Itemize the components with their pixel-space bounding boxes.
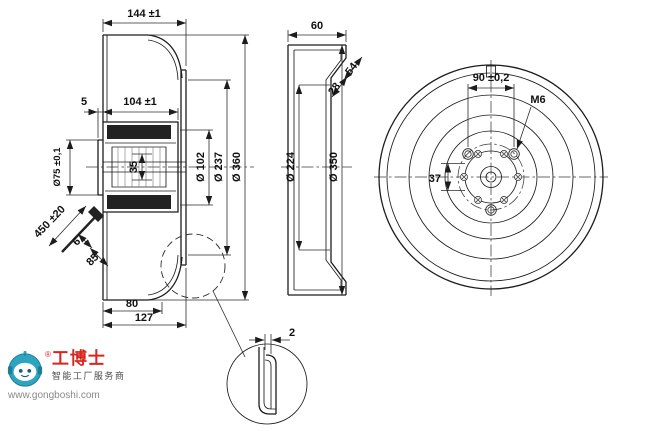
dim-bolt-circle-90: 90 ±0,2: [473, 72, 510, 84]
dim-85: 85: [84, 251, 101, 268]
dim-motor-length: 104 ±1: [123, 96, 157, 108]
m6-hole: [508, 148, 520, 160]
dim-35: 35: [128, 161, 140, 173]
dim-37: 37: [429, 173, 441, 185]
dim-width-144: 144 ±1: [127, 8, 161, 20]
dim-cable-length: 450 ±20: [32, 203, 68, 240]
front-view: 90 ±0,2 M6 37: [374, 60, 608, 296]
registered-mark: ®: [45, 350, 51, 359]
side-profile-view: 60 Ø 224 Ø 350 54 28: [281, 20, 363, 296]
cross-section-view: 144 ±1 5 104 ±1 35 Ø75 ±0,1 Ø 102 Ø 237 …: [32, 8, 254, 358]
brand-name: 工博士: [51, 349, 106, 368]
dim-thickness-2: 2: [289, 327, 295, 339]
dim-dia-360: Ø 360: [231, 152, 243, 182]
dim-28: 28: [326, 81, 343, 98]
dim-dia-237: Ø 237: [213, 152, 225, 182]
dim-base-127: 127: [135, 312, 153, 324]
dim-offset-5: 5: [81, 96, 87, 108]
hub-screws: [460, 150, 522, 204]
detail-view: 2: [226, 327, 308, 425]
label-m6-thread: M6: [530, 94, 545, 106]
dim-base-80: 80: [126, 298, 138, 310]
m6-hole: [462, 148, 474, 160]
m6-hole: [485, 204, 497, 216]
dim-dia-350: Ø 350: [328, 152, 340, 182]
dim-dia-75: Ø75 ±0,1: [52, 147, 63, 187]
website-url: www.gongboshi.com: [8, 390, 100, 401]
dim-depth-60: 60: [311, 20, 323, 32]
gongboshi-mascot-icon: [7, 350, 43, 387]
dim-dia-102: Ø 102: [195, 152, 207, 182]
watermark: ® 工博士 智能工厂服务商 www.gongboshi.com: [6, 349, 146, 401]
dim-dia-224: Ø 224: [285, 151, 297, 182]
brand-tagline: 智能工厂服务商: [51, 370, 126, 381]
